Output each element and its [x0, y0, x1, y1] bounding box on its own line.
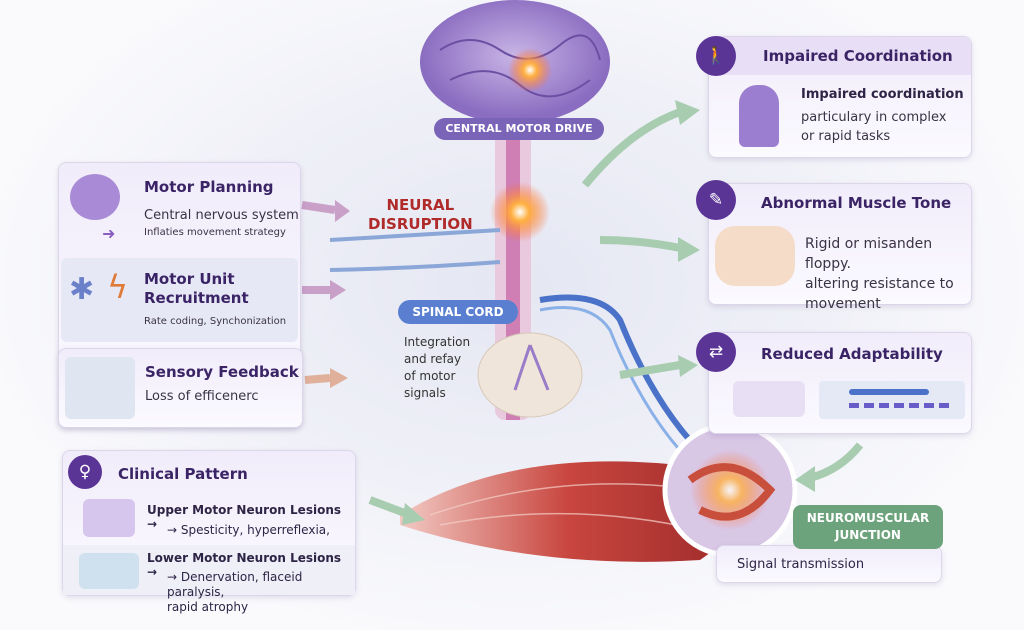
nmj-text: Signal transmission [737, 557, 865, 572]
fists-illustration [715, 226, 795, 286]
card-text: Central nervous system [144, 208, 299, 223]
abnormal-muscle-tone-card: Abnormal Muscle Tone Rigid or misanden f… [708, 183, 972, 312]
lower-lesion-title: Lower Motor Neuron Lesions → [147, 551, 342, 579]
arrow-icon: ➜ [102, 224, 116, 243]
card-text: particulary in complex or rapid tasks [801, 108, 946, 146]
sensory-illustration [65, 357, 135, 419]
card-text: Inflaties movement strategy [144, 227, 286, 238]
adaptability-illustration [733, 381, 805, 417]
central-motor-drive-label: CENTRAL MOTOR DRIVE [434, 118, 604, 140]
card-title: Reduced Adaptability [761, 345, 943, 363]
card-text: Rigid or misanden floppy. altering resis… [805, 234, 971, 314]
card-title: Sensory Feedback [145, 363, 299, 381]
arrow-motor-planning [301, 201, 336, 214]
upper-lesion-title: Upper Motor Neuron Lesions → [147, 503, 341, 531]
card-text: Loss of efficenerc [145, 389, 259, 404]
nmj-card: Signal transmission [716, 545, 942, 583]
spinal-cord-text: Integration and refay of motor signals [404, 334, 470, 402]
walking-icon: 🚶 [696, 36, 736, 76]
clinical-pattern-card: ♀ Clinical Pattern Upper Motor Neuron Le… [62, 450, 356, 614]
signal-bars-illustration [819, 381, 965, 419]
card-title: Motor Planning [144, 178, 274, 196]
spinal-cord-label: SPINAL CORD [398, 300, 518, 324]
spinal-cross-section [477, 332, 583, 418]
neuron-icon: ✱ [69, 272, 95, 307]
text-line: NEUROMUSCULAR [806, 511, 930, 525]
disruption-line: NEURAL [386, 196, 455, 214]
impaired-coordination-card: Impaired Coordination Impaired coordinat… [708, 36, 972, 158]
brain-icon [70, 174, 120, 220]
text-line: altering resistance to [805, 276, 954, 292]
motor-planning-card: ➜ Motor Planning Central nervous system … [60, 164, 299, 254]
text-line: JUNCTION [835, 528, 901, 542]
muscle-tone-icon: ✎ [696, 180, 736, 220]
card-title: Abnormal Muscle Tone [761, 194, 952, 212]
text-line: and refay [404, 352, 462, 366]
card-title: Impaired Coordination [763, 47, 953, 65]
card-subtitle: Impaired coordination [801, 87, 964, 102]
brain-icon [83, 499, 135, 537]
text-line: signals [404, 386, 446, 400]
card-text: Rate coding, Synchonization [144, 316, 287, 327]
text-line: → Denervation, flaceid paralysis, [167, 570, 303, 599]
text-line: Recruitment [144, 289, 249, 307]
text-line: movement [805, 296, 881, 312]
muscle [400, 461, 736, 562]
neural-disruption-label: NEURAL DISRUPTION [368, 196, 473, 234]
upper-lesion-text: → Spesticity, hyperreflexia, [167, 523, 330, 537]
nmj-label: NEUROMUSCULAR JUNCTION [793, 505, 943, 549]
sensory-feedback-card: Sensory Feedback Loss of efficenerc [58, 348, 303, 428]
neuron-badge-icon: ♀ [68, 455, 102, 489]
motor-unit-card: ✱ ϟ Motor Unit Recruitment Rate coding, … [61, 258, 298, 342]
lightning-icon: ϟ [107, 268, 129, 306]
disruption-line: DISRUPTION [368, 215, 473, 233]
card-title: Clinical Pattern [118, 465, 248, 483]
text-line: Integration [404, 335, 471, 349]
text-line: particulary in complex [801, 110, 947, 125]
text-line: Rigid or misanden floppy. [805, 236, 933, 272]
text-line: rapid atrophy [167, 600, 249, 614]
text-line: Motor Unit [144, 270, 235, 288]
card-title: Motor Unit Recruitment [144, 270, 249, 308]
text-line: or rapid tasks [801, 129, 891, 144]
lower-lesion-text: → Denervation, flaceid paralysis, rapid … [167, 570, 355, 615]
reduced-adaptability-card: Reduced Adaptability [708, 332, 972, 434]
text-line: of motor [404, 369, 456, 383]
walking-figure-icon [739, 85, 779, 147]
card-header [709, 37, 971, 75]
nerve-icon [79, 553, 139, 589]
swap-arrows-icon: ⇄ [696, 332, 736, 372]
